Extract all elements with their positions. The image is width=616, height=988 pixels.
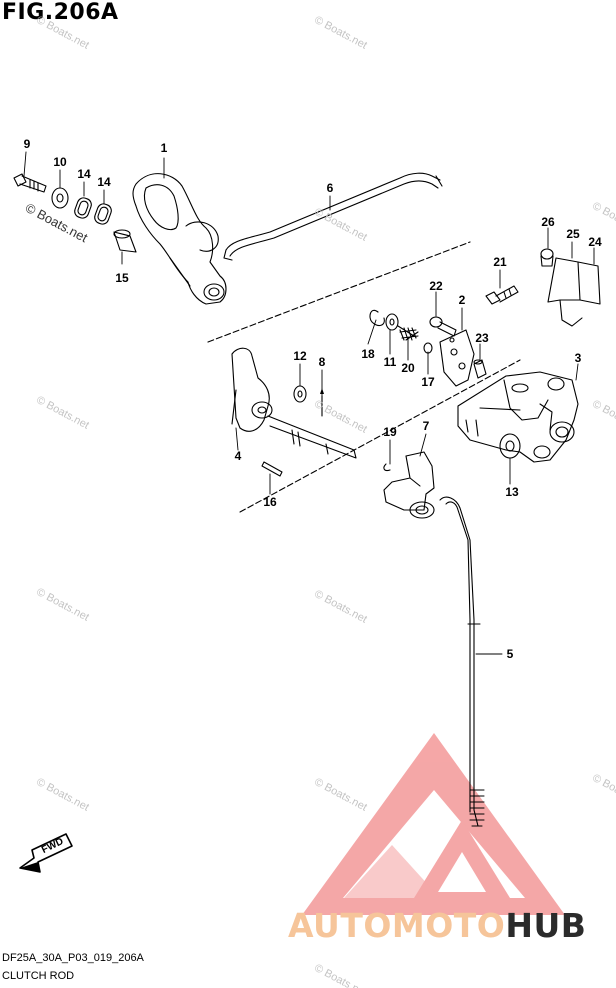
assembly-line-upper (207, 241, 471, 343)
part-8-pin-tip (320, 388, 324, 394)
part-11-washer (385, 313, 399, 331)
part-5-clutch-rod (439, 496, 485, 827)
callout-22: 22 (429, 279, 443, 293)
callout-14b: 14 (97, 175, 111, 189)
callout-20: 20 (401, 361, 415, 375)
callout-9: 9 (23, 137, 31, 151)
part-14-o-rings (74, 197, 112, 225)
figure-caption: CLUTCH ROD (2, 970, 75, 982)
brand-part1: AUTOMOTO (288, 906, 506, 945)
part-2-plate (439, 329, 475, 387)
callout-13: 13 (505, 485, 519, 499)
part-3-shift-holder (457, 371, 579, 463)
part-20-spring (397, 325, 419, 341)
part-19-clip (383, 463, 391, 472)
callout-15: 15 (115, 271, 129, 285)
callout-7: 7 (422, 419, 430, 433)
part-23-pin (473, 359, 487, 379)
callout-8: 8 (318, 355, 326, 369)
part-26-bolt (540, 248, 554, 267)
callout-leaders (23, 151, 595, 655)
part-16-pin (261, 461, 283, 477)
figure-title: FIG.206A (2, 0, 119, 25)
callout-19: 19 (383, 425, 397, 439)
callout-24: 24 (588, 235, 602, 249)
assembly-line-lower (239, 359, 521, 513)
callout-4: 4 (234, 449, 242, 463)
part-4-lever-shaft (231, 347, 357, 459)
callout-5: 5 (506, 647, 514, 661)
part-17-pin (423, 342, 433, 354)
callout-25: 25 (566, 227, 580, 241)
callout-1: 1 (160, 141, 168, 155)
callout-6: 6 (326, 181, 334, 195)
part-9-bolt (13, 173, 47, 193)
brand-logo-mark (302, 733, 565, 915)
callout-12: 12 (293, 349, 307, 363)
callout-2: 2 (458, 293, 466, 307)
callout-26: 26 (541, 215, 555, 229)
part-6-rod (223, 172, 443, 261)
callout-17: 17 (421, 375, 435, 389)
part-21-bolt (485, 285, 519, 305)
fwd-arrow-icon (19, 833, 73, 873)
callout-23: 23 (475, 331, 489, 345)
part-15-bushing (113, 229, 137, 253)
part-12-washer (293, 385, 307, 403)
callout-21: 21 (493, 255, 507, 269)
part-18-circlip (369, 309, 385, 327)
figure-code: DF25A_30A_P03_019_206A (2, 952, 144, 964)
part-1-shift-lever (132, 173, 227, 305)
callout-16: 16 (263, 495, 277, 509)
callout-11: 11 (383, 355, 397, 369)
part-13-washer (499, 433, 521, 459)
brand-part2: HUB (505, 906, 587, 945)
part-22-bolt (429, 316, 457, 337)
part-7-joint (383, 451, 435, 519)
part-10-washer (51, 187, 69, 209)
callout-14a: 14 (77, 167, 91, 181)
callout-3: 3 (574, 351, 582, 365)
callout-18: 18 (361, 347, 375, 361)
callout-10: 10 (53, 155, 67, 169)
brand-wordmark: AUTOMOTOHUB (288, 906, 586, 945)
part-25-24-bracket (547, 257, 601, 327)
